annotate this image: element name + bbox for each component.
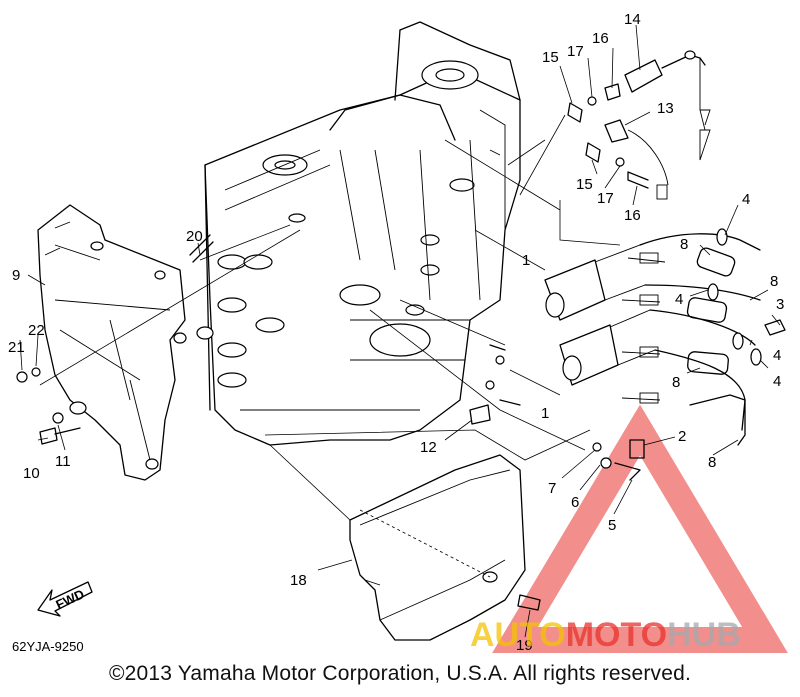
callout-16b: 16 <box>624 207 641 224</box>
plug-leads <box>639 228 762 446</box>
callout-4d: 4 <box>773 373 781 390</box>
callout-17b: 17 <box>597 190 614 207</box>
callout-10: 10 <box>23 465 40 482</box>
ignition-coils <box>544 244 656 386</box>
bracket-9 <box>37 204 187 481</box>
callout-5: 5 <box>608 517 616 534</box>
leader-lines <box>19 24 781 638</box>
callout-3: 3 <box>776 296 784 313</box>
callout-8c: 8 <box>672 374 680 391</box>
sensor-14 <box>624 50 711 161</box>
callout-7: 7 <box>548 480 556 497</box>
callout-17a: 17 <box>567 43 584 60</box>
callout-9: 9 <box>12 267 20 284</box>
svg-text:AUTOMOTOHUB: AUTOMOTOHUB <box>470 616 741 654</box>
callout-18: 18 <box>290 572 307 589</box>
engine-block <box>196 21 521 446</box>
watermark-auto: AUTO <box>470 616 566 654</box>
callout-19: 19 <box>516 637 533 654</box>
callout-8b: 8 <box>770 273 778 290</box>
callout-21: 21 <box>8 339 25 356</box>
callout-2: 2 <box>678 428 686 445</box>
watermark-moto: MOTO <box>566 616 667 654</box>
fwd-label: FWD <box>53 586 86 612</box>
callout-4c: 4 <box>773 347 781 364</box>
callout-20: 20 <box>186 228 203 245</box>
callout-8d: 8 <box>708 454 716 471</box>
fwd-arrow-icon: FWD <box>37 581 93 617</box>
callout-14: 14 <box>624 11 641 28</box>
callout-1b: 1 <box>541 405 549 422</box>
watermark-logo <box>492 404 788 653</box>
callout-6: 6 <box>571 494 579 511</box>
callout-1a: 1 <box>522 252 530 269</box>
sensor-13 <box>604 119 669 200</box>
cover-18 <box>349 454 526 641</box>
callout-labels: 1 1 2 3 4 4 4 4 5 6 7 8 8 8 8 9 10 11 12… <box>8 11 784 654</box>
fasteners <box>16 83 786 611</box>
callout-15b: 15 <box>576 176 593 193</box>
diagram-code: 62YJA-9250 <box>12 639 84 654</box>
callout-4b: 4 <box>675 291 683 308</box>
callout-22: 22 <box>28 322 45 339</box>
dashed-guide <box>359 509 491 578</box>
callout-15a: 15 <box>542 49 559 66</box>
copyright-notice: ©2013 Yamaha Motor Corporation, U.S.A. A… <box>108 662 692 685</box>
watermark-hub: HUB <box>667 616 741 654</box>
callout-8a: 8 <box>680 236 688 253</box>
callout-4a: 4 <box>742 191 750 208</box>
callout-16a: 16 <box>592 30 609 47</box>
callout-13: 13 <box>657 100 674 117</box>
spark-plugs <box>621 252 666 404</box>
callout-12: 12 <box>420 439 437 456</box>
callout-11: 11 <box>55 453 71 470</box>
watermark-text: AUTOMOTOHUB <box>470 616 741 654</box>
